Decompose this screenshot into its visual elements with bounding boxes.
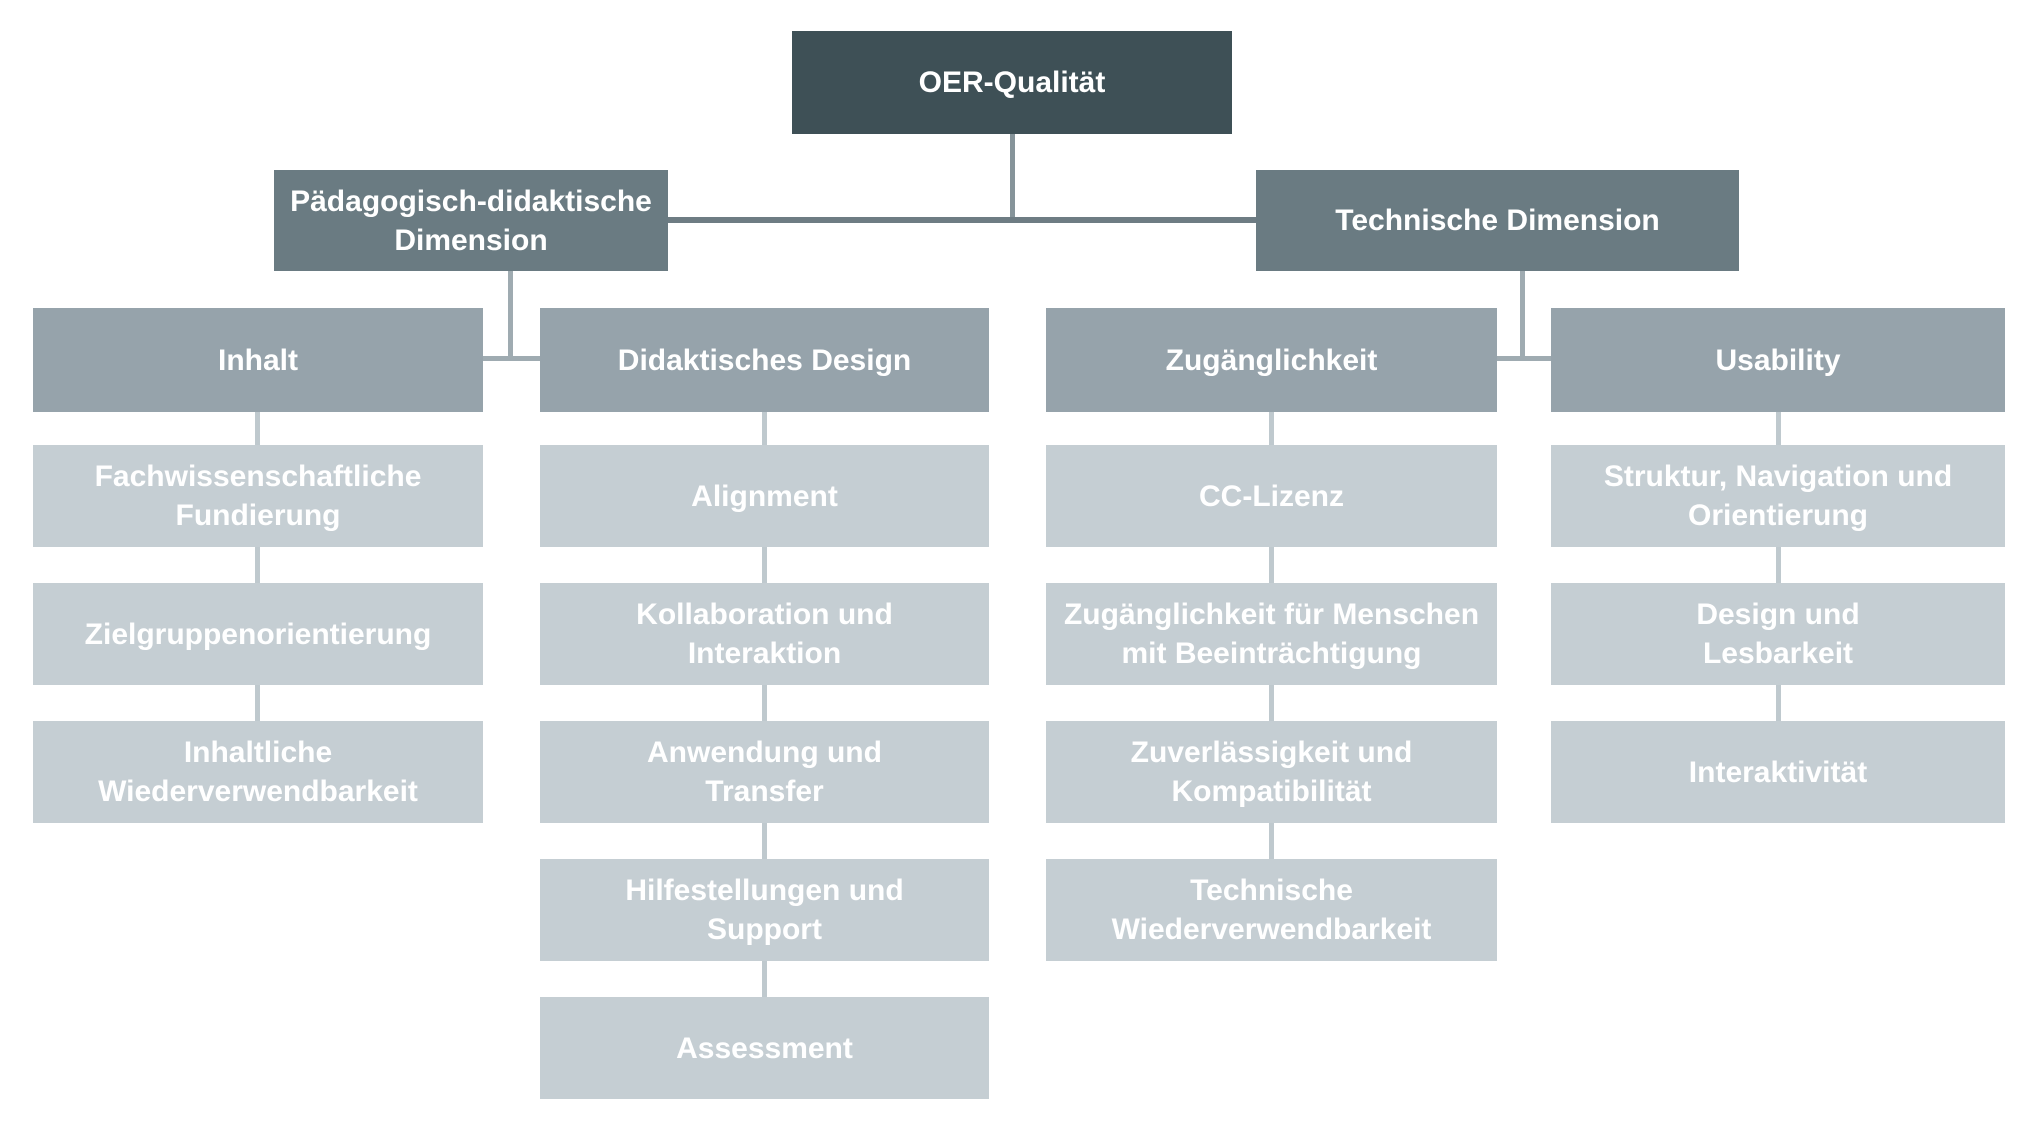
connector-zugaenglichkeit-1 — [1269, 412, 1274, 445]
node-didaktisches-design: Didaktisches Design — [540, 308, 989, 412]
connector-paedagogisch-drop — [508, 271, 513, 358]
node-cc-lizenz: CC-Lizenz — [1046, 445, 1497, 547]
node-label: Anwendung und Transfer — [647, 736, 882, 808]
node-usability: Usability — [1551, 308, 2005, 412]
connector-zugaenglichkeit-3 — [1269, 685, 1274, 721]
connector-inhalt-1 — [255, 412, 260, 445]
node-label: Kollaboration und Interaktion — [636, 598, 893, 670]
connector-didaktik-1 — [762, 412, 767, 445]
node-label: Hilfestellungen und Support — [625, 874, 904, 946]
node-label: Inhaltliche Wiederverwendbarkeit — [98, 736, 418, 808]
node-label: Usability — [1715, 343, 1841, 377]
node-label: Assessment — [676, 1031, 853, 1065]
node-label: Struktur, Navigation und Orientierung — [1603, 460, 1953, 532]
node-zuverlaessigkeit-und-kompatibilitaet: Zuverlässigkeit und Kompatibilität — [1046, 721, 1497, 823]
node-interaktivitaet: Interaktivität — [1551, 721, 2005, 823]
node-label: Alignment — [691, 479, 838, 513]
node-alignment: Alignment — [540, 445, 989, 547]
connector-didaktik-5 — [762, 961, 767, 997]
node-label: CC-Lizenz — [1199, 479, 1344, 513]
node-anwendung-und-transfer: Anwendung und Transfer — [540, 721, 989, 823]
connector-didaktik-2 — [762, 547, 767, 583]
node-label: Design und Lesbarkeit — [1696, 598, 1860, 670]
connector-inhalt-3 — [255, 685, 260, 721]
node-technische-dimension: Technische Dimension — [1256, 170, 1739, 271]
node-fachwissenschaftliche-fundierung: Fachwissenschaftliche Fundierung — [33, 445, 483, 547]
node-hilfestellungen-und-support: Hilfestellungen und Support — [540, 859, 989, 961]
node-zugaenglichkeit-fuer-menschen-mit-beeintraechtigung: Zugänglichkeit für Menschen mit Beeinträ… — [1046, 583, 1497, 685]
node-label: Zielgruppenorientierung — [84, 617, 432, 651]
node-label: Zuverlässigkeit und Kompatibilität — [1130, 736, 1413, 808]
connector-technisch-drop — [1520, 271, 1525, 358]
connector-zugaenglichkeit-4 — [1269, 823, 1274, 859]
connector-zugaenglichkeit-2 — [1269, 547, 1274, 583]
connector-root-vertical — [1010, 134, 1015, 219]
node-label: Zugänglichkeit — [1165, 343, 1378, 377]
connector-inhalt-2 — [255, 547, 260, 583]
node-paedagogisch-didaktische-dimension: Pädagogisch-didaktische Dimension — [274, 170, 668, 271]
node-label: Technische Dimension — [1335, 204, 1660, 237]
node-zielgruppenorientierung: Zielgruppenorientierung — [33, 583, 483, 685]
node-label: Fachwissenschaftliche Fundierung — [94, 460, 422, 532]
connector-usability-2 — [1776, 547, 1781, 583]
connector-didaktik-3 — [762, 685, 767, 721]
connector-paedagogisch-branch — [483, 356, 540, 361]
node-label: Interaktivität — [1688, 755, 1868, 789]
node-technische-wiederverwendbarkeit: Technische Wiederverwendbarkeit — [1046, 859, 1497, 961]
node-design-und-lesbarkeit: Design und Lesbarkeit — [1551, 583, 2005, 685]
node-oer-qualitaet: OER-Qualität — [792, 31, 1232, 134]
node-label: Pädagogisch-didaktische Dimension — [290, 184, 652, 257]
connector-dimensions-horizontal — [668, 217, 1256, 223]
connector-usability-1 — [1776, 412, 1781, 445]
node-label: Inhalt — [218, 343, 298, 377]
connector-usability-3 — [1776, 685, 1781, 721]
node-assessment: Assessment — [540, 997, 989, 1099]
node-label: Didaktisches Design — [617, 343, 912, 377]
node-zugaenglichkeit: Zugänglichkeit — [1046, 308, 1497, 412]
node-label: Zugänglichkeit für Menschen mit Beeinträ… — [1063, 598, 1480, 670]
node-label: OER-Qualität — [918, 66, 1106, 99]
connector-technisch-branch — [1497, 356, 1553, 361]
node-struktur-navigation-und-orientierung: Struktur, Navigation und Orientierung — [1551, 445, 2005, 547]
node-inhaltliche-wiederverwendbarkeit: Inhaltliche Wiederverwendbarkeit — [33, 721, 483, 823]
connector-didaktik-4 — [762, 823, 767, 859]
node-kollaboration-und-interaktion: Kollaboration und Interaktion — [540, 583, 989, 685]
node-inhalt: Inhalt — [33, 308, 483, 412]
node-label: Technische Wiederverwendbarkeit — [1111, 874, 1432, 946]
